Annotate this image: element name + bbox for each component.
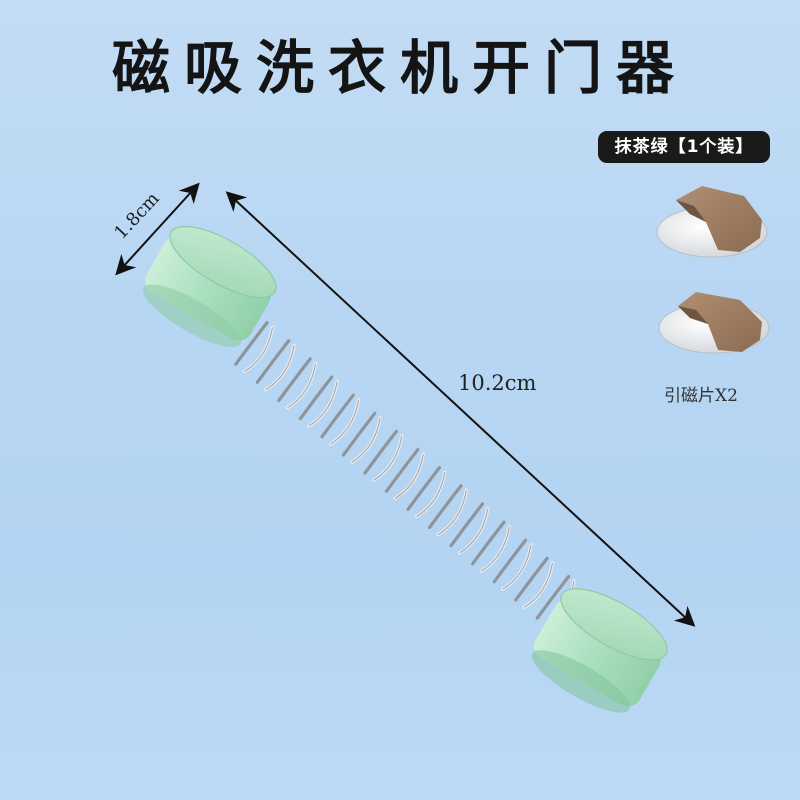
color-variant-badge: 抹茶绿【1个装】 [598, 131, 770, 163]
magnet-plate-2 [658, 292, 770, 354]
diameter-arrow [115, 182, 200, 276]
magnet-cap-bottom [531, 588, 668, 713]
magnet-plate-caption: 引磁片X2 [664, 386, 738, 406]
page-title: 磁吸洗衣机开门器 [111, 34, 688, 102]
spring-coil-back [406, 466, 441, 511]
spring-coil-back [341, 411, 377, 457]
spring-coil-back [298, 375, 334, 421]
spring-coil-back [427, 484, 463, 530]
spring-coil-back [384, 447, 420, 493]
magnet-cap-top [142, 225, 277, 347]
length-label: 10.2cm [458, 371, 537, 395]
coil-spring [234, 321, 576, 628]
length-arrow [225, 191, 696, 627]
spring-coil-back [255, 339, 291, 384]
spring-coil-back [514, 556, 549, 602]
spring-coil-back [277, 357, 312, 403]
spring-coil-back [471, 520, 506, 566]
spring-coil-back [492, 538, 528, 584]
spring-coil-back [363, 429, 398, 475]
diameter-label: 1.8cm [110, 188, 163, 243]
spring-coil-back [449, 502, 485, 548]
spring-coil-back [320, 393, 355, 439]
magnet-plate-1 [656, 186, 768, 258]
